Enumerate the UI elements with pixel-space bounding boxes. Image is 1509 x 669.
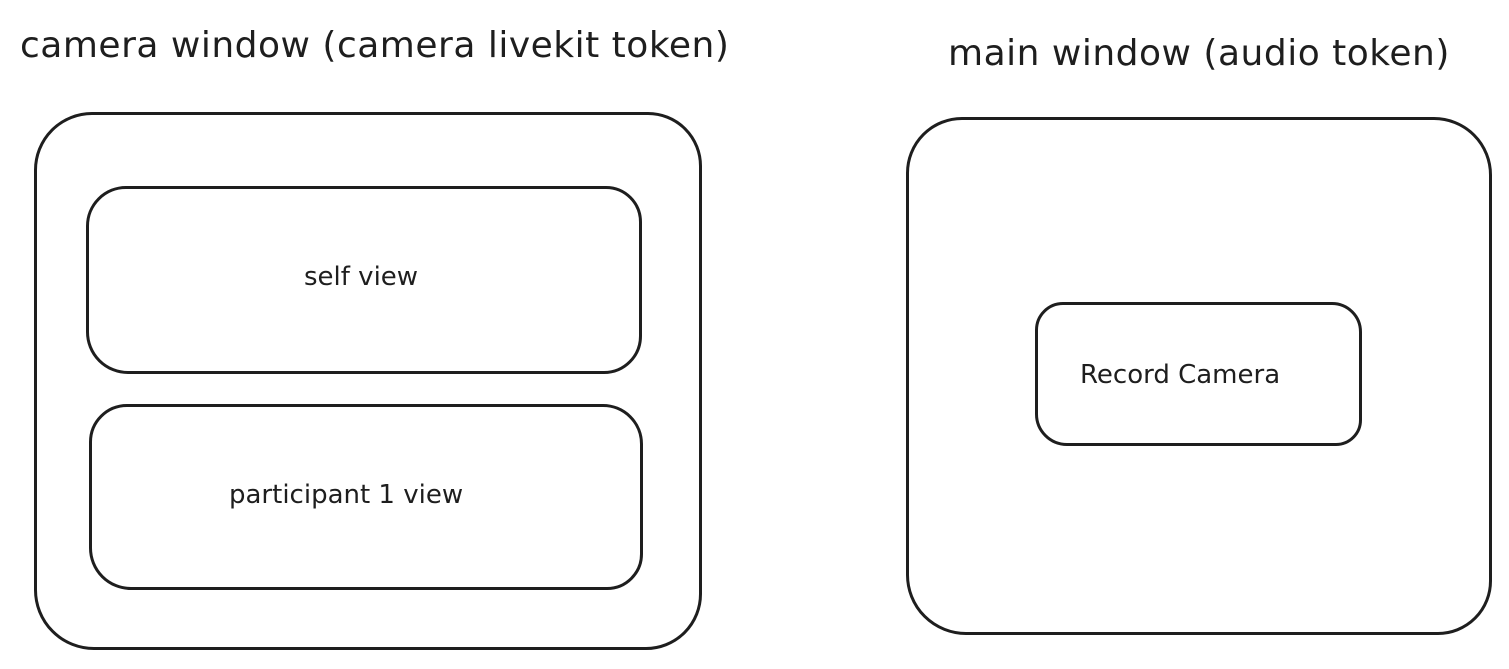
participant-view-box xyxy=(89,404,643,590)
record-camera-button[interactable] xyxy=(1035,302,1362,446)
participant-view-label: participant 1 view xyxy=(229,480,464,510)
self-view-box xyxy=(86,186,642,374)
self-view-label: self view xyxy=(304,262,419,292)
record-camera-label: Record Camera xyxy=(1080,360,1281,390)
main-window-title: main window (audio token) xyxy=(948,33,1450,74)
main-window-frame xyxy=(906,117,1492,635)
camera-window-title: camera window (camera livekit token) xyxy=(20,25,730,66)
camera-window-frame xyxy=(34,112,702,650)
